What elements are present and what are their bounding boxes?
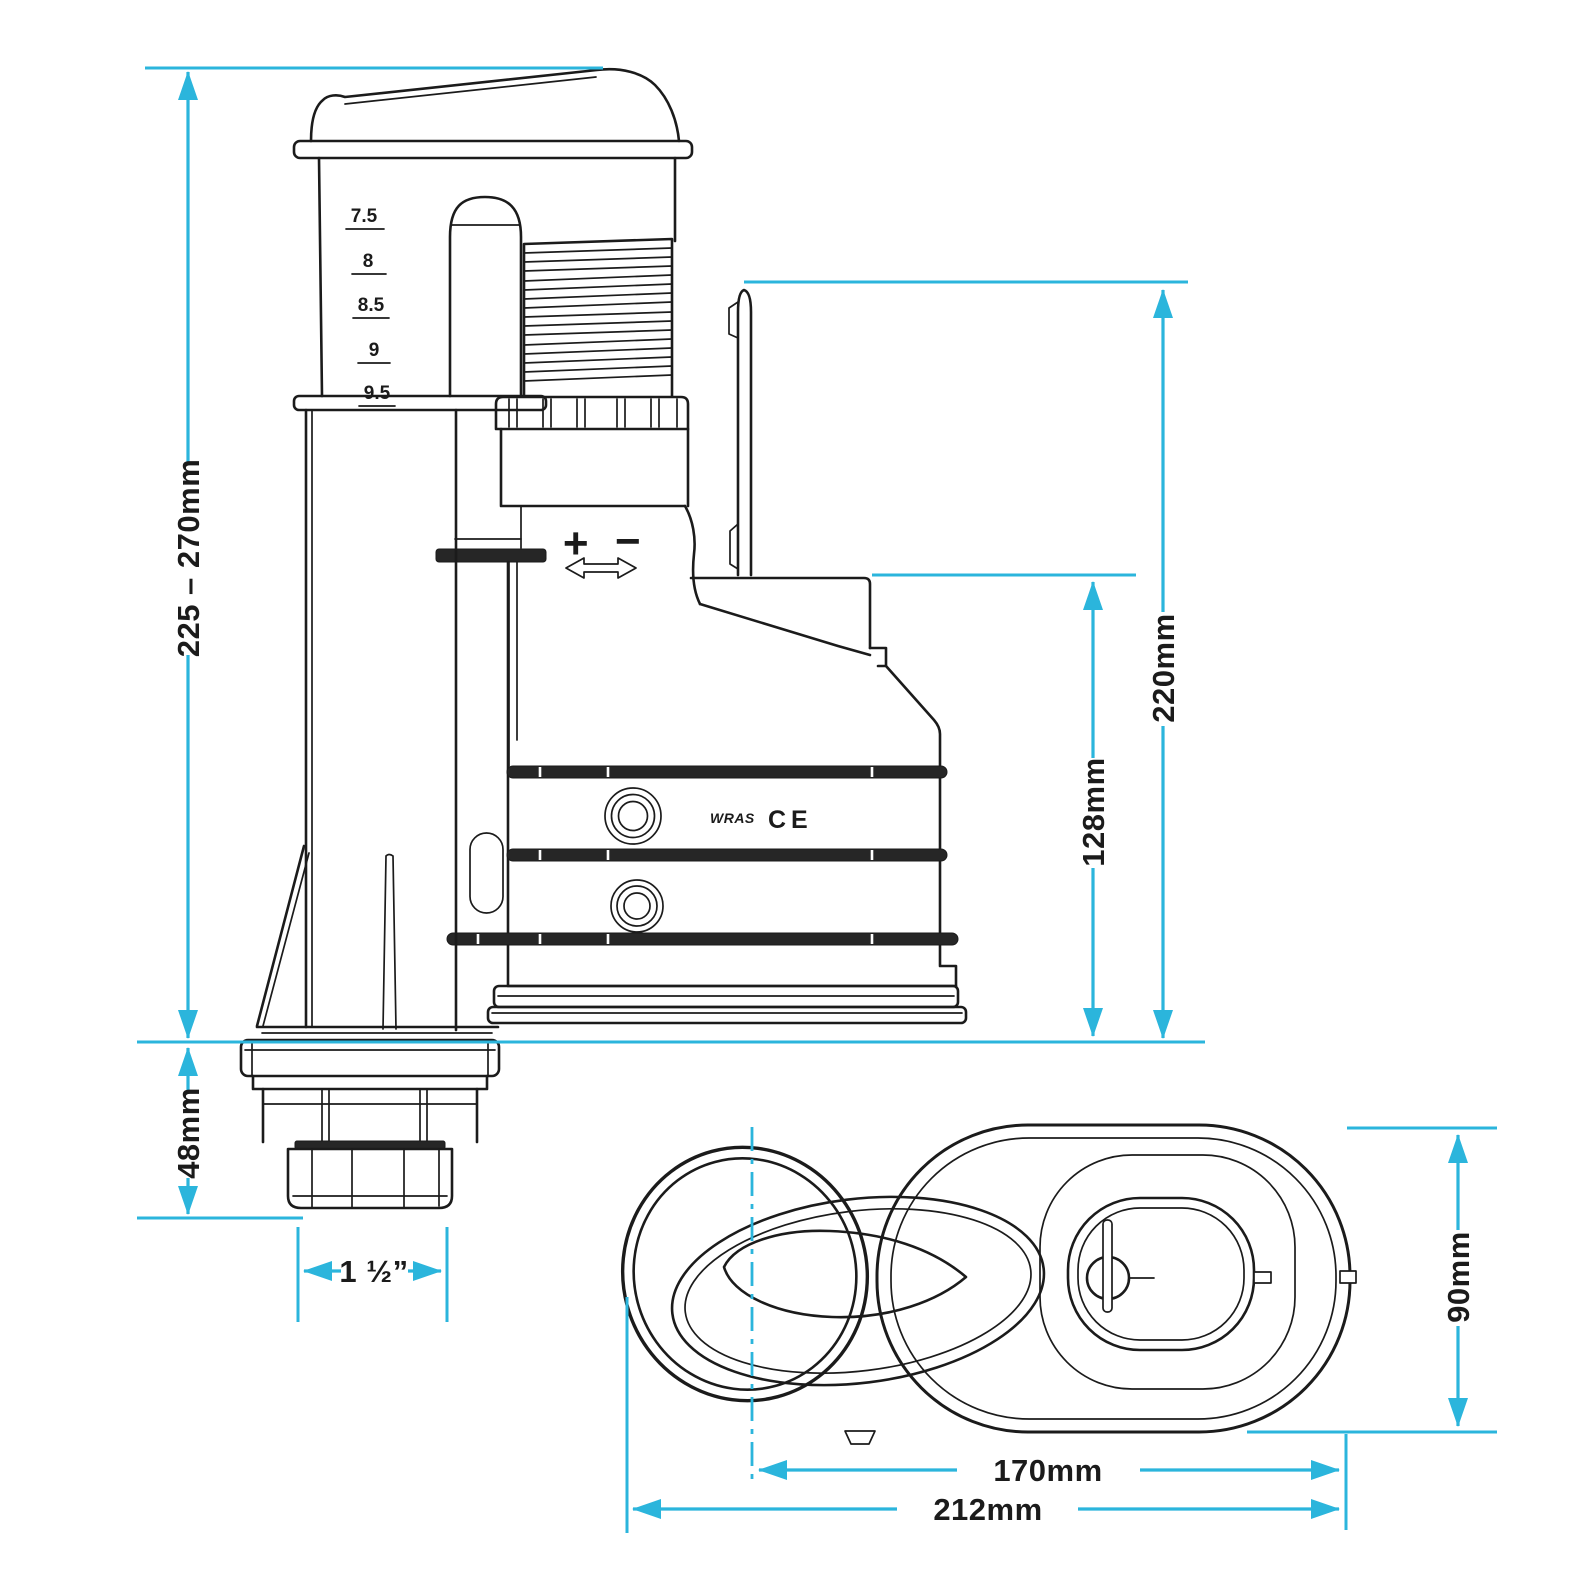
inlet-port-lower (610, 879, 664, 933)
cistern-lid-outline (875, 1123, 1352, 1434)
scale-mark-8: 8 (363, 251, 374, 272)
flush-cone-disc (620, 1145, 870, 1403)
coupling-nut (494, 395, 702, 606)
guide-channel (448, 195, 523, 398)
dim-outlet-thread: 1 ½” (303, 1254, 442, 1289)
flush-adjustment: + − (563, 517, 641, 579)
dim-overall-length: 212mm (632, 1492, 1340, 1527)
lid-edge-stub (1339, 1270, 1357, 1284)
dim-label-body-upper-height: 128mm (1076, 757, 1111, 866)
dimension-annotations: 225 – 270mm 48mm 1 ½” 220mm 128mm (137, 66, 1497, 1533)
dim-body-height: 220mm (1146, 289, 1181, 1039)
button-housing (1066, 1196, 1256, 1352)
dim-overall-height: 225 – 270mm (171, 71, 206, 1039)
dim-plan-width: 90mm (1441, 1134, 1476, 1427)
ext-lid-width (1247, 1126, 1497, 1434)
plan-view (620, 1123, 1357, 1445)
lever-aperture (722, 1229, 968, 1319)
dim-label-overall-height: 225 – 270mm (171, 459, 206, 658)
valve-cap (292, 67, 694, 160)
housing-stub (1253, 1271, 1272, 1284)
lid-oval-plateau (670, 1195, 1046, 1387)
dim-body-upper-height: 128mm (1076, 581, 1111, 1037)
scale-mark-9-5: 9.5 (364, 383, 391, 404)
dim-label-body-height: 220mm (1146, 613, 1181, 722)
scale-mark-9: 9 (369, 340, 380, 361)
dim-centre-to-end: 170mm (758, 1453, 1340, 1488)
inlet-port-upper (604, 787, 662, 845)
lid-recess (1039, 1154, 1296, 1390)
seal-washer (435, 538, 547, 767)
dim-label-outlet-thread: 1 ½” (339, 1254, 408, 1289)
dim-label-outlet-height: 48mm (171, 1087, 206, 1179)
outlet-backnut (286, 1147, 454, 1210)
ce-marking: CE (768, 806, 813, 834)
syphon-down-tube (255, 408, 500, 1034)
dim-outlet-height: 48mm (171, 1047, 206, 1215)
dim-label-plan-width: 90mm (1441, 1231, 1476, 1323)
double-arrow-icon (565, 557, 637, 579)
tube-fin (382, 853, 397, 1030)
side-elevation-view: 7.5 8 8.5 9 9.5 (239, 67, 968, 1210)
wras-marking: WRAS (710, 810, 755, 826)
valve-lower-body: WRAS CE (446, 560, 968, 1025)
lift-lever-rod (728, 288, 753, 577)
ext-thread (296, 1227, 449, 1322)
dim-label-centre-to-end: 170mm (993, 1453, 1102, 1488)
outlet-connector (239, 1038, 501, 1210)
bellows-pipe (522, 237, 674, 398)
height-scale: 7.5 8 8.5 9 9.5 (345, 206, 396, 407)
ext-lid-length (625, 1297, 1348, 1533)
scale-mark-7-5: 7.5 (351, 206, 378, 227)
lid-bottom-tab (844, 1430, 876, 1445)
scale-mark-8-5: 8.5 (358, 295, 385, 316)
body-slot (469, 832, 504, 914)
plus-symbol: + (563, 519, 589, 568)
dim-label-overall-length: 212mm (933, 1492, 1042, 1527)
pivot-clip (1102, 1219, 1113, 1313)
valve-upper-body (292, 156, 677, 412)
